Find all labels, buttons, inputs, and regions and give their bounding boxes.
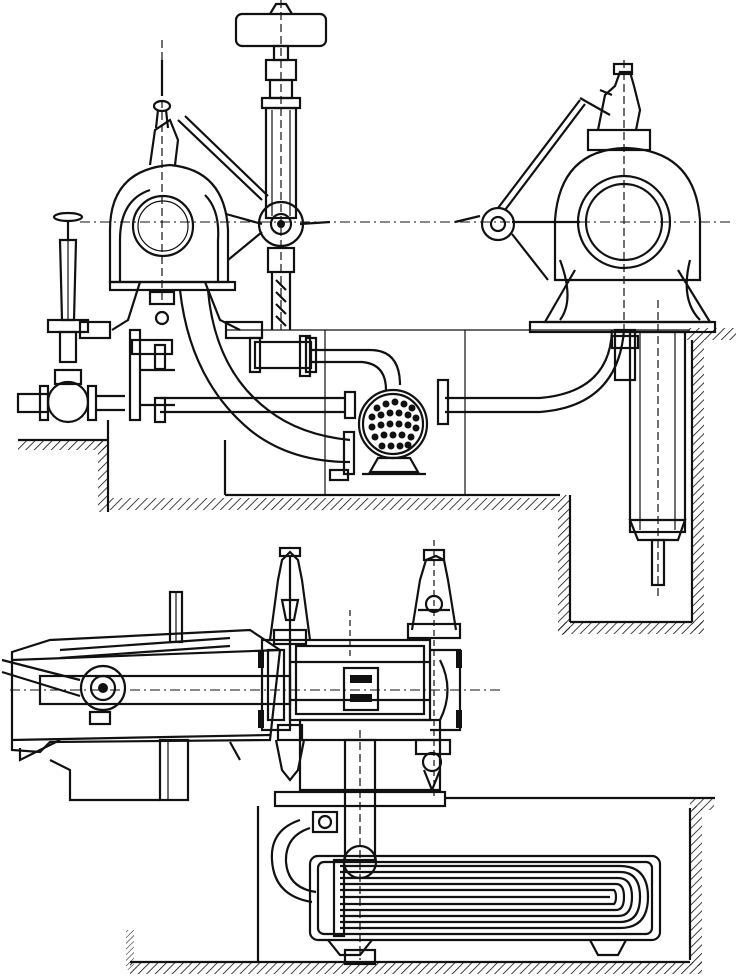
condenser-tubes: [340, 864, 650, 930]
tube-dots: [368, 398, 420, 450]
left-valve-stand: [16, 211, 125, 424]
steam-cylinder: [1, 590, 500, 802]
condenser-tube-bundle: [328, 388, 429, 482]
left-pump: [78, 40, 264, 424]
lower-condenser: [308, 854, 662, 966]
upper-elevation-view: [16, 0, 736, 635]
lower-right-valve-tower: [406, 540, 462, 800]
governor-column: [177, 0, 331, 374]
upper-foundation: [18, 328, 736, 635]
lower-section-view: [1, 540, 715, 974]
upper-piping: [160, 289, 626, 476]
lower-left-valve-tower: [268, 546, 312, 782]
lower-foundation: [126, 796, 715, 974]
right-pump: [454, 60, 717, 600]
vertical-pipe: [270, 730, 378, 960]
